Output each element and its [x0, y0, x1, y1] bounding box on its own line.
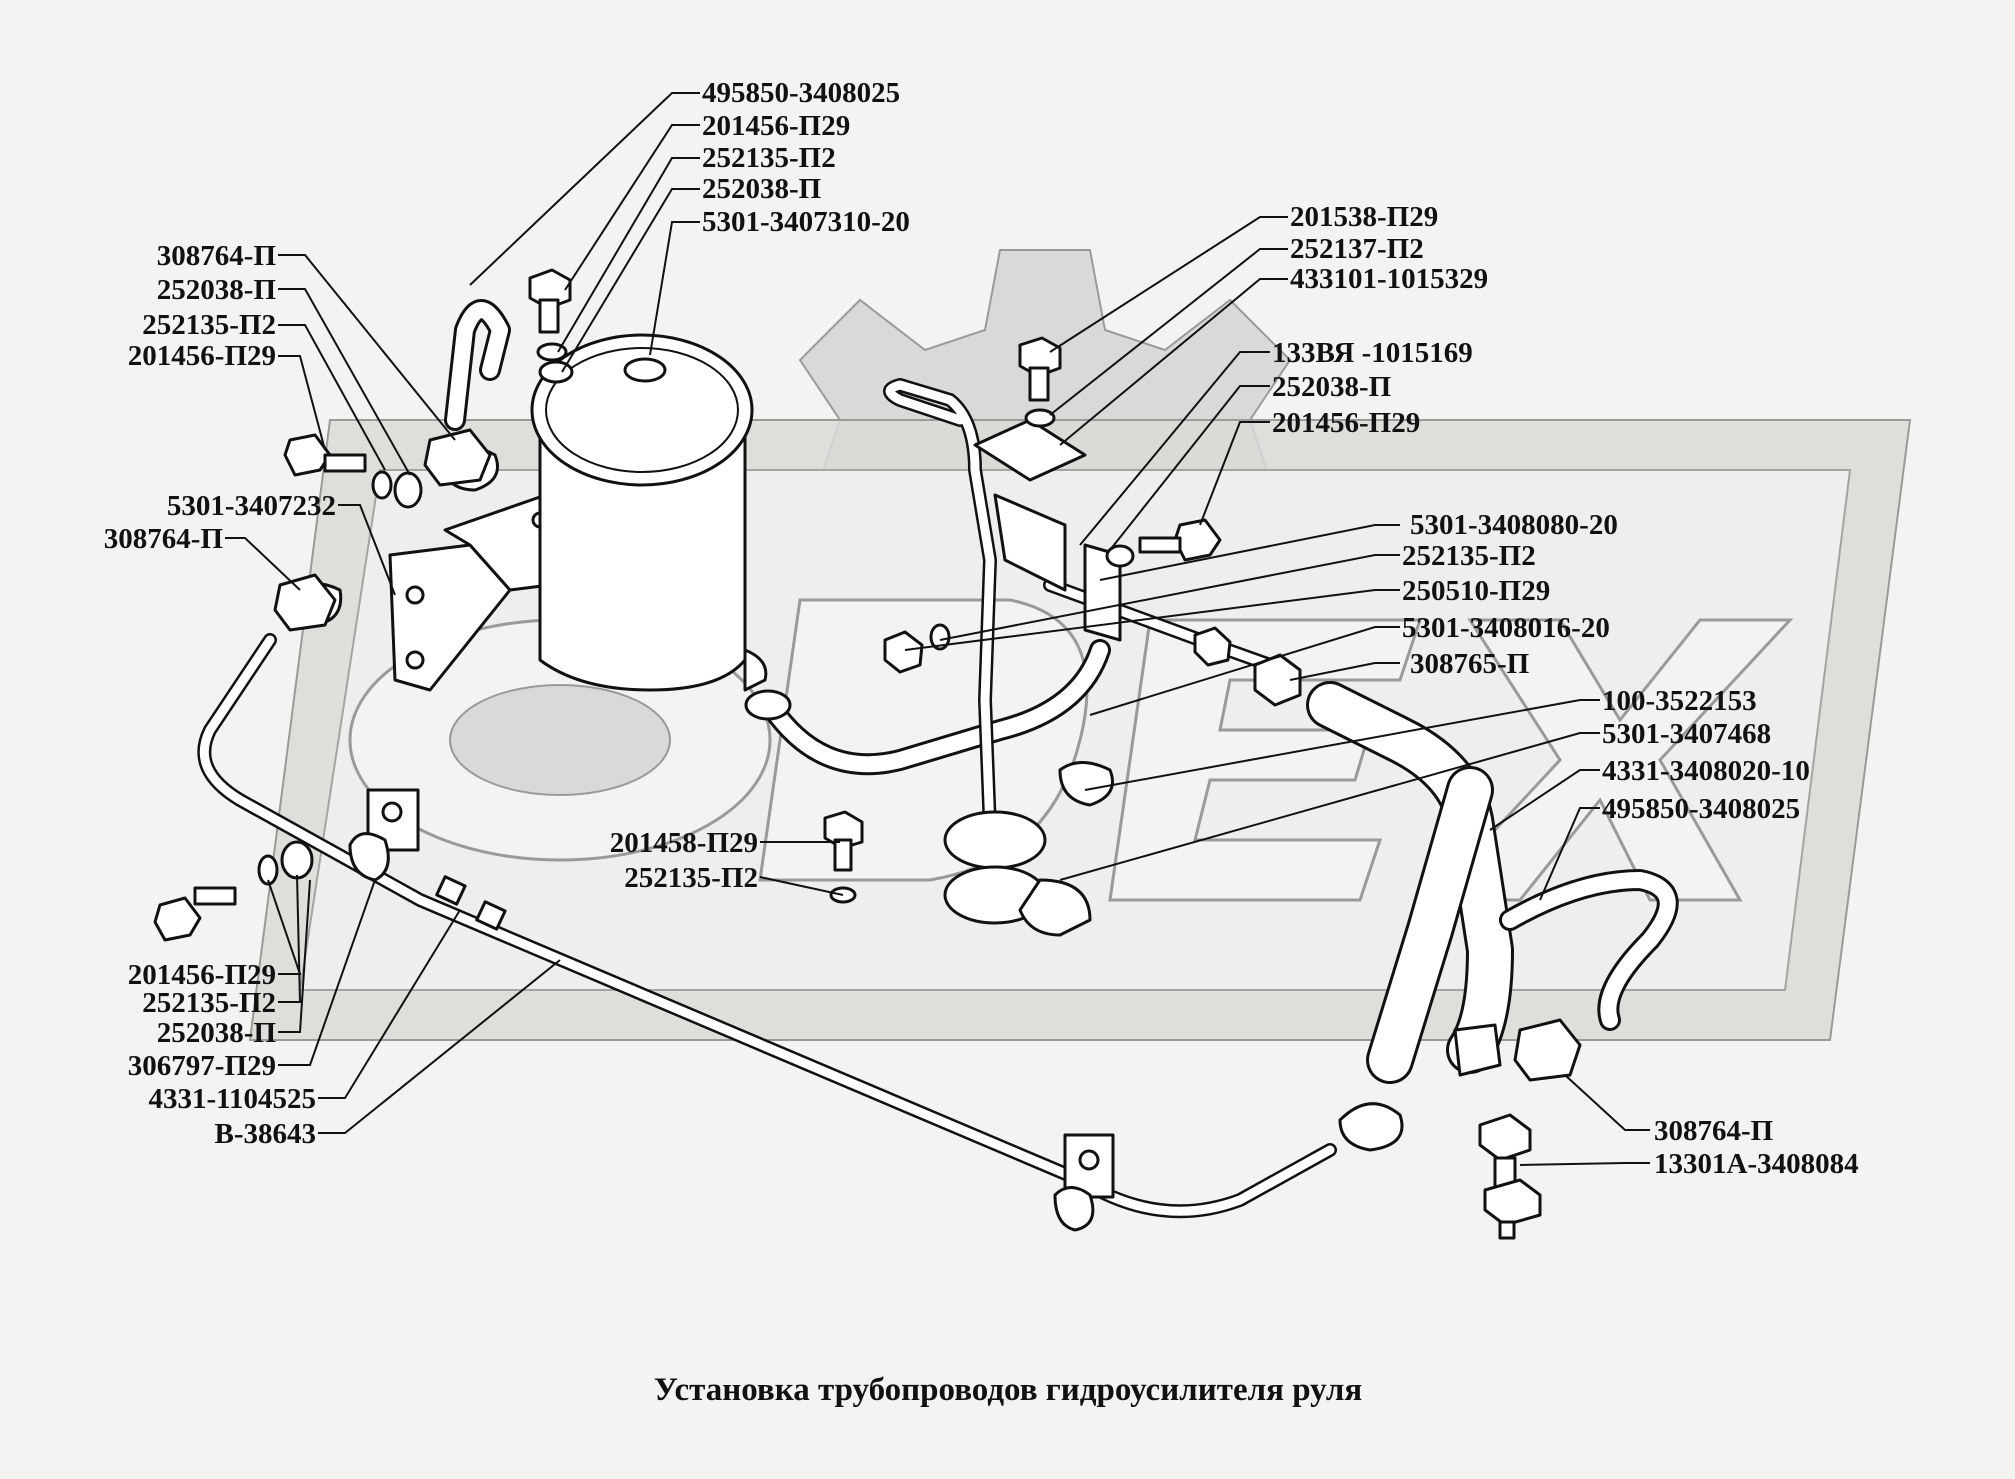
label-right-lower-4: 495850-3408025 — [1602, 793, 1800, 825]
nut-308764-upper — [423, 428, 492, 487]
label-center-1: 201458-П29 — [610, 827, 758, 859]
label-top-left-5: 5301-3407310-20 — [702, 206, 910, 238]
label-left-lower-2: 252135-П2 — [142, 987, 276, 1019]
label-bottom-right-2: 13301А-3408084 — [1654, 1148, 1859, 1180]
label-left-lower-4: 306797-П29 — [128, 1050, 276, 1082]
label-right-upper-3: 433101-1015329 — [1290, 263, 1488, 295]
label-right-middle-5: 308765-П — [1410, 648, 1529, 680]
label-right-middle-3: 250510-П29 — [1402, 575, 1550, 607]
label-left-middle-2: 308764-П — [104, 523, 223, 555]
nut-250510 — [883, 630, 924, 674]
label-right-upper-4: 133ВЯ -1015169 — [1272, 337, 1473, 369]
label-top-left-1: 495850-3408025 — [702, 77, 900, 109]
label-right-lower-1: 100-3522153 — [1602, 685, 1757, 717]
label-bottom-right-1: 308764-П — [1654, 1115, 1773, 1147]
label-right-upper-2: 252137-П2 — [1290, 233, 1424, 265]
label-right-lower-3: 4331-3408020-10 — [1602, 755, 1810, 787]
bolt-201456-left — [283, 433, 423, 509]
oil-reservoir — [530, 333, 768, 692]
return-hose — [1366, 766, 1679, 1084]
label-right-upper-5: 252038-П — [1272, 371, 1391, 403]
tube-clamp-left — [348, 788, 507, 931]
label-left-lower-3: 252038-П — [157, 1017, 276, 1049]
label-right-upper-1: 201538-П29 — [1290, 201, 1438, 233]
clamp-plate — [973, 418, 1122, 642]
hose-clamp-lower — [1338, 1102, 1404, 1152]
nut-308764-lower — [1513, 1018, 1582, 1082]
label-left-upper-3: 252135-П2 — [142, 309, 276, 341]
label-right-middle-4: 5301-3408016-20 — [1402, 612, 1610, 644]
nut-308764-left — [273, 573, 337, 632]
suction-hose — [744, 639, 1114, 807]
label-right-middle-2: 252135-П2 — [1402, 540, 1536, 572]
bolt-201456-right — [1105, 518, 1222, 568]
nut-308765 — [1253, 653, 1302, 707]
label-right-lower-2: 5301-3407468 — [1602, 718, 1771, 750]
washer-252135-center — [929, 623, 951, 651]
tube-clamp-bottom — [1053, 1133, 1115, 1232]
pump-flange — [943, 810, 1092, 937]
bolt-201538 — [1018, 336, 1062, 428]
label-left-lower-5: 4331-1104525 — [148, 1083, 316, 1115]
label-center-2: 252135-П2 — [624, 862, 758, 894]
label-top-left-3: 252135-П2 — [702, 142, 836, 174]
diagram-title: Установка трубопроводов гидроусилителя р… — [654, 1372, 1362, 1408]
watermark-letter-e — [1108, 618, 1423, 902]
label-right-upper-6: 201456-П29 — [1272, 407, 1420, 439]
bolt-201456-top — [528, 268, 574, 384]
label-top-left-2: 201456-П29 — [702, 110, 850, 142]
label-left-lower-1: 201456-П29 — [128, 959, 276, 991]
label-left-upper-4: 201456-П29 — [128, 340, 276, 372]
assembly-drawing — [153, 268, 1679, 1240]
watermark-letter-o-hole — [449, 684, 671, 796]
label-left-upper-1: 308764-П — [157, 240, 276, 272]
leader-lines — [225, 92, 1650, 1166]
nut-right-mid — [1193, 626, 1232, 667]
label-top-left-4: 252038-П — [702, 173, 821, 205]
label-left-middle-1: 5301-3407232 — [167, 490, 336, 522]
part-labels: 495850-3408025 201456-П29 252135-П2 2520… — [104, 77, 1859, 1180]
bolt-201458 — [823, 810, 864, 904]
label-left-upper-2: 252038-П — [157, 274, 276, 306]
label-left-lower-6: В-38643 — [215, 1118, 317, 1150]
label-right-middle-1: 5301-3408080-20 — [1410, 509, 1618, 541]
fitting-13301a — [1478, 1113, 1542, 1240]
upper-small-hose — [444, 299, 511, 431]
